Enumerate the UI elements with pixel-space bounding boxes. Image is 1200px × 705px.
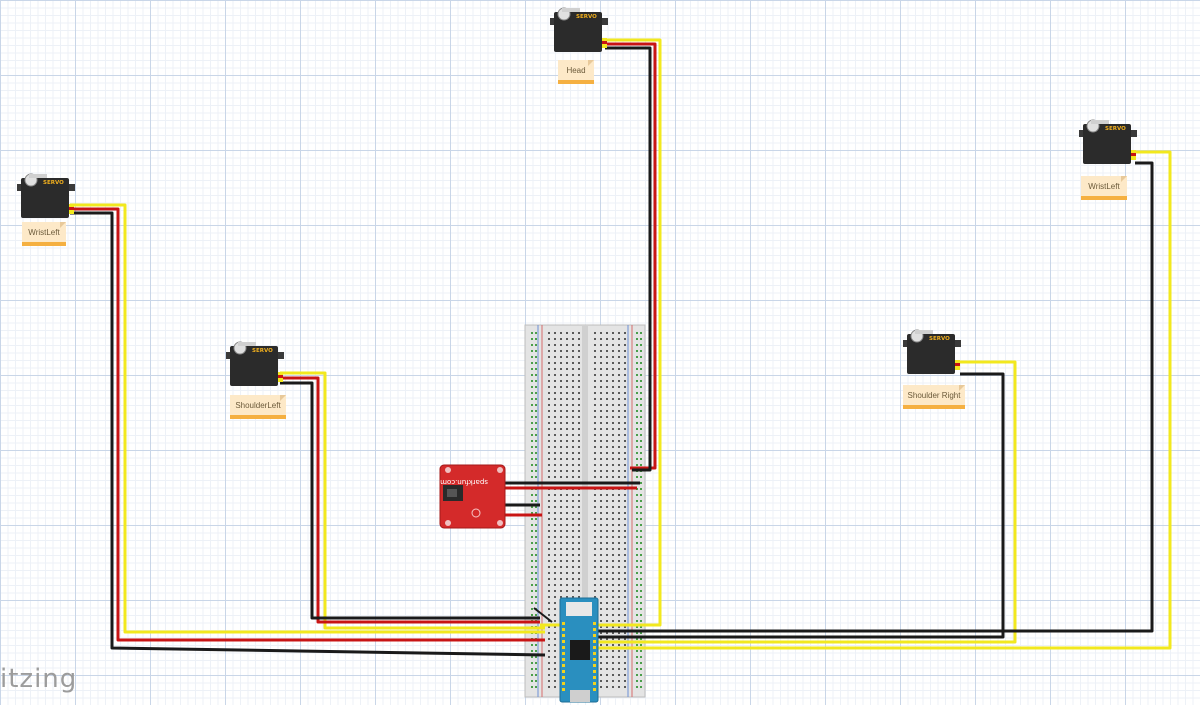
wire-shoulderleft-ground — [280, 381, 540, 620]
wire-wristleft-power — [70, 207, 545, 642]
servo-label-head[interactable]: Head — [558, 60, 594, 84]
servo-label-wrist-left[interactable]: WristLeft — [22, 222, 66, 246]
wire-head-signal — [540, 38, 662, 627]
servo-body-text: SERVO — [1105, 126, 1126, 132]
breadboard-holes — [531, 332, 642, 688]
servo-body-text: SERVO — [576, 14, 597, 20]
wire-jumper — [533, 607, 553, 623]
servo-wrist-right[interactable]: SERVO — [1079, 119, 1137, 164]
breadboard[interactable] — [524, 324, 646, 698]
servo-body-text: SERVO — [252, 348, 273, 354]
servo-shoulder-right[interactable]: SERVO — [903, 329, 961, 374]
servo-shoulder-left[interactable]: SERVO — [226, 341, 284, 386]
wire-shoulderleft-signal — [280, 371, 545, 630]
wire-wristright-ground — [590, 161, 1154, 633]
wire-shoulderleft-power — [280, 376, 540, 624]
wire-wristright-signal — [580, 150, 1172, 650]
servo-head[interactable]: SERVO — [550, 7, 608, 52]
arduino-nano[interactable] — [559, 597, 599, 703]
wires — [70, 38, 1172, 657]
fritzing-brand-logo: itzing — [0, 664, 78, 694]
wire-shoulderright-signal — [580, 360, 1017, 644]
servo-wrist-left[interactable]: SERVO — [17, 173, 75, 218]
wire-wristleft-ground — [70, 211, 546, 657]
servo-body-text: SERVO — [929, 336, 950, 342]
servo-label-shoulder-left[interactable]: ShoulderLeft — [230, 395, 286, 419]
wire-shoulderright-ground — [585, 372, 1005, 639]
wire-wristleft-signal — [70, 203, 545, 634]
servo-label-shoulder-right[interactable]: Shoulder Right — [903, 385, 965, 409]
wire-head-ground — [605, 46, 652, 472]
sensor-brand-label: sparkfun.com — [440, 478, 488, 486]
sparkfun-sensor-board[interactable]: sparkfun.com — [439, 464, 506, 529]
servo-body-text: SERVO — [43, 180, 64, 186]
servo-label-wrist-right[interactable]: WristLeft — [1081, 176, 1127, 200]
wire-head-power — [605, 42, 657, 470]
arduino-pins — [562, 622, 596, 691]
